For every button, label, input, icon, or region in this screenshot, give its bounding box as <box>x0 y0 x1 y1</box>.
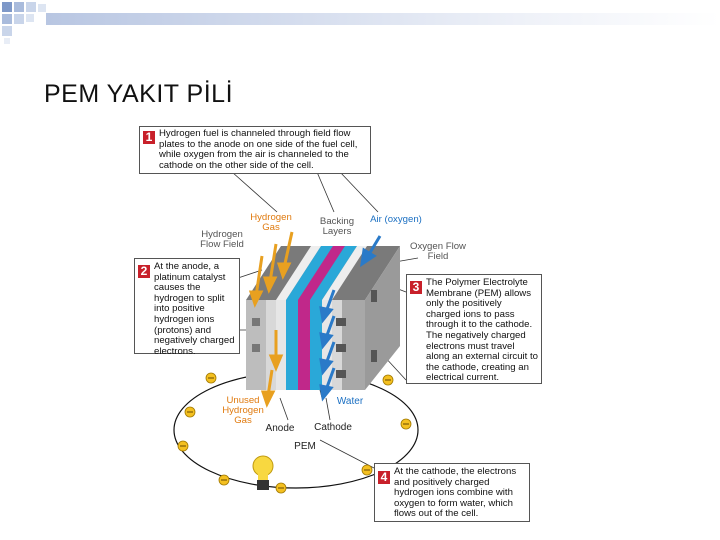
step-number: 2 <box>138 265 150 278</box>
label-cathode: Cathode <box>314 422 352 433</box>
step-number: 1 <box>143 131 155 144</box>
label-hydrogen-flow-field: Hydrogen Flow Field <box>200 229 244 250</box>
light-bulb-icon <box>252 455 274 490</box>
step-4-callout: 4 At the cathode, the electrons and posi… <box>374 463 530 522</box>
label-anode: Anode <box>265 423 295 434</box>
step-number: 3 <box>410 281 422 294</box>
step-2-callout: 2 At the anode, a platinum catalyst caus… <box>134 258 240 357</box>
step-1-callout: 1 Hydrogen fuel is channeled through fie… <box>139 126 371 174</box>
label-pem: PEM <box>294 441 316 452</box>
corner-decor <box>0 0 60 44</box>
label-hydrogen-gas: Hydrogen Gas <box>250 212 292 233</box>
title-rule <box>46 13 720 25</box>
label-unused-hydrogen-gas: Unused Hydrogen Gas <box>222 395 264 426</box>
label-oxygen-flow-field: Oxygen Flow Field <box>410 241 466 262</box>
step-text: At the cathode, the electrons and positi… <box>394 466 517 520</box>
label-backing-layers: Backing Layers <box>319 216 355 237</box>
step-number: 4 <box>378 471 390 484</box>
label-water: Water <box>336 396 364 407</box>
page-title: PEM YAKIT PİLİ <box>44 80 234 108</box>
step-text: Hydrogen fuel is channeled through field… <box>159 128 358 171</box>
step-text: The Polymer Electrolyte Membrane (PEM) a… <box>426 277 538 384</box>
step-text: At the anode, a platinum catalyst causes… <box>154 261 235 357</box>
step-3-callout: 3 The Polymer Electrolyte Membrane (PEM)… <box>406 274 542 384</box>
label-air-oxygen: Air (oxygen) <box>370 214 422 225</box>
